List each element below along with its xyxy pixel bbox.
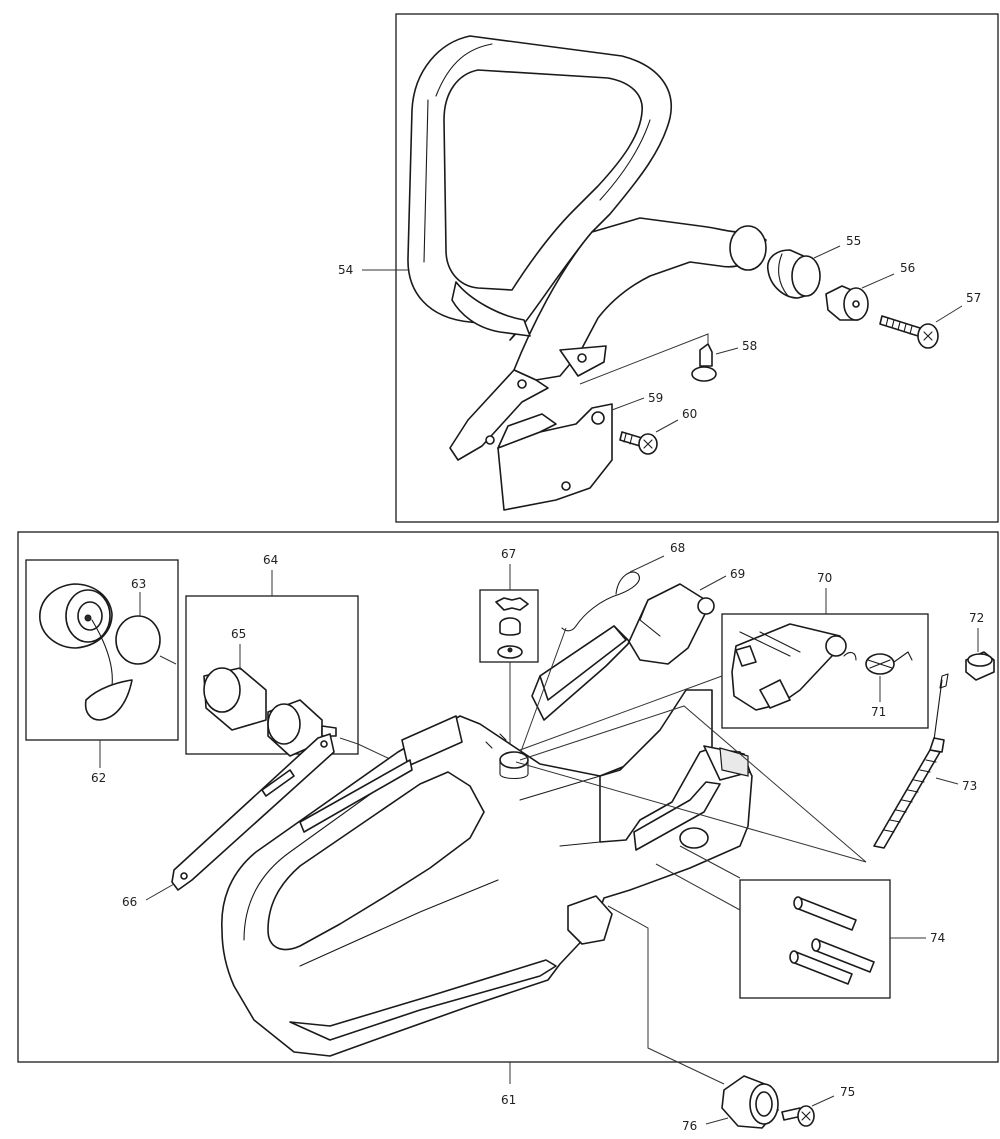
callout-56: 56 xyxy=(900,261,915,275)
callout-65: 65 xyxy=(231,627,246,641)
callout-59: 59 xyxy=(648,391,663,405)
pins-box xyxy=(739,879,891,999)
rear-handle-tank-part-61 xyxy=(221,689,753,1057)
callout-70: 70 xyxy=(817,571,832,585)
front-handle-part-54 xyxy=(407,35,767,461)
callout-75: 75 xyxy=(840,1085,855,1099)
cover-part-59 xyxy=(497,403,613,511)
callout-63: 63 xyxy=(131,577,146,591)
callout-62: 62 xyxy=(91,771,106,785)
rear-handle-group-frame xyxy=(17,531,999,1063)
fuel-cap-box xyxy=(25,559,179,741)
callout-66: 66 xyxy=(122,895,137,909)
bolt-part-57 xyxy=(879,315,939,349)
gasket-part-63 xyxy=(115,615,161,665)
valve-part-67 xyxy=(495,597,529,659)
callout-55: 55 xyxy=(846,234,861,248)
spring-part-71 xyxy=(843,651,913,675)
trigger-lock-part-70 xyxy=(731,623,847,711)
damper-part-55 xyxy=(766,249,821,299)
screw-part-75 xyxy=(781,1105,815,1127)
callout-61: 61 xyxy=(501,1093,516,1107)
callout-58: 58 xyxy=(742,339,757,353)
callout-60: 60 xyxy=(682,407,697,421)
trigger-part-69 xyxy=(531,583,715,721)
grommet-part-72 xyxy=(965,651,995,681)
plate-part-66 xyxy=(171,733,335,891)
pin-part-58 xyxy=(691,343,717,382)
collar-part-56 xyxy=(825,285,869,321)
callout-68: 68 xyxy=(670,541,685,555)
callout-64: 64 xyxy=(263,553,278,567)
screw-part-60 xyxy=(619,431,658,455)
callout-73: 73 xyxy=(962,779,977,793)
callout-57: 57 xyxy=(966,291,981,305)
cable-part-73 xyxy=(873,673,949,849)
pins-part-74 xyxy=(789,896,875,985)
callout-54: 54 xyxy=(338,263,353,277)
valve-box xyxy=(479,589,539,663)
callout-69: 69 xyxy=(730,567,745,581)
trigger-lock-box xyxy=(721,613,929,729)
callout-72: 72 xyxy=(969,611,984,625)
front-handle-group-frame xyxy=(395,13,999,523)
callout-74: 74 xyxy=(930,931,945,945)
bushing-part-76 xyxy=(721,1075,779,1129)
callout-67: 67 xyxy=(501,547,516,561)
callout-71: 71 xyxy=(871,705,886,719)
callout-76: 76 xyxy=(682,1119,697,1133)
fuel-cap-part-62 xyxy=(39,583,133,721)
spring-part-68 xyxy=(561,571,640,632)
